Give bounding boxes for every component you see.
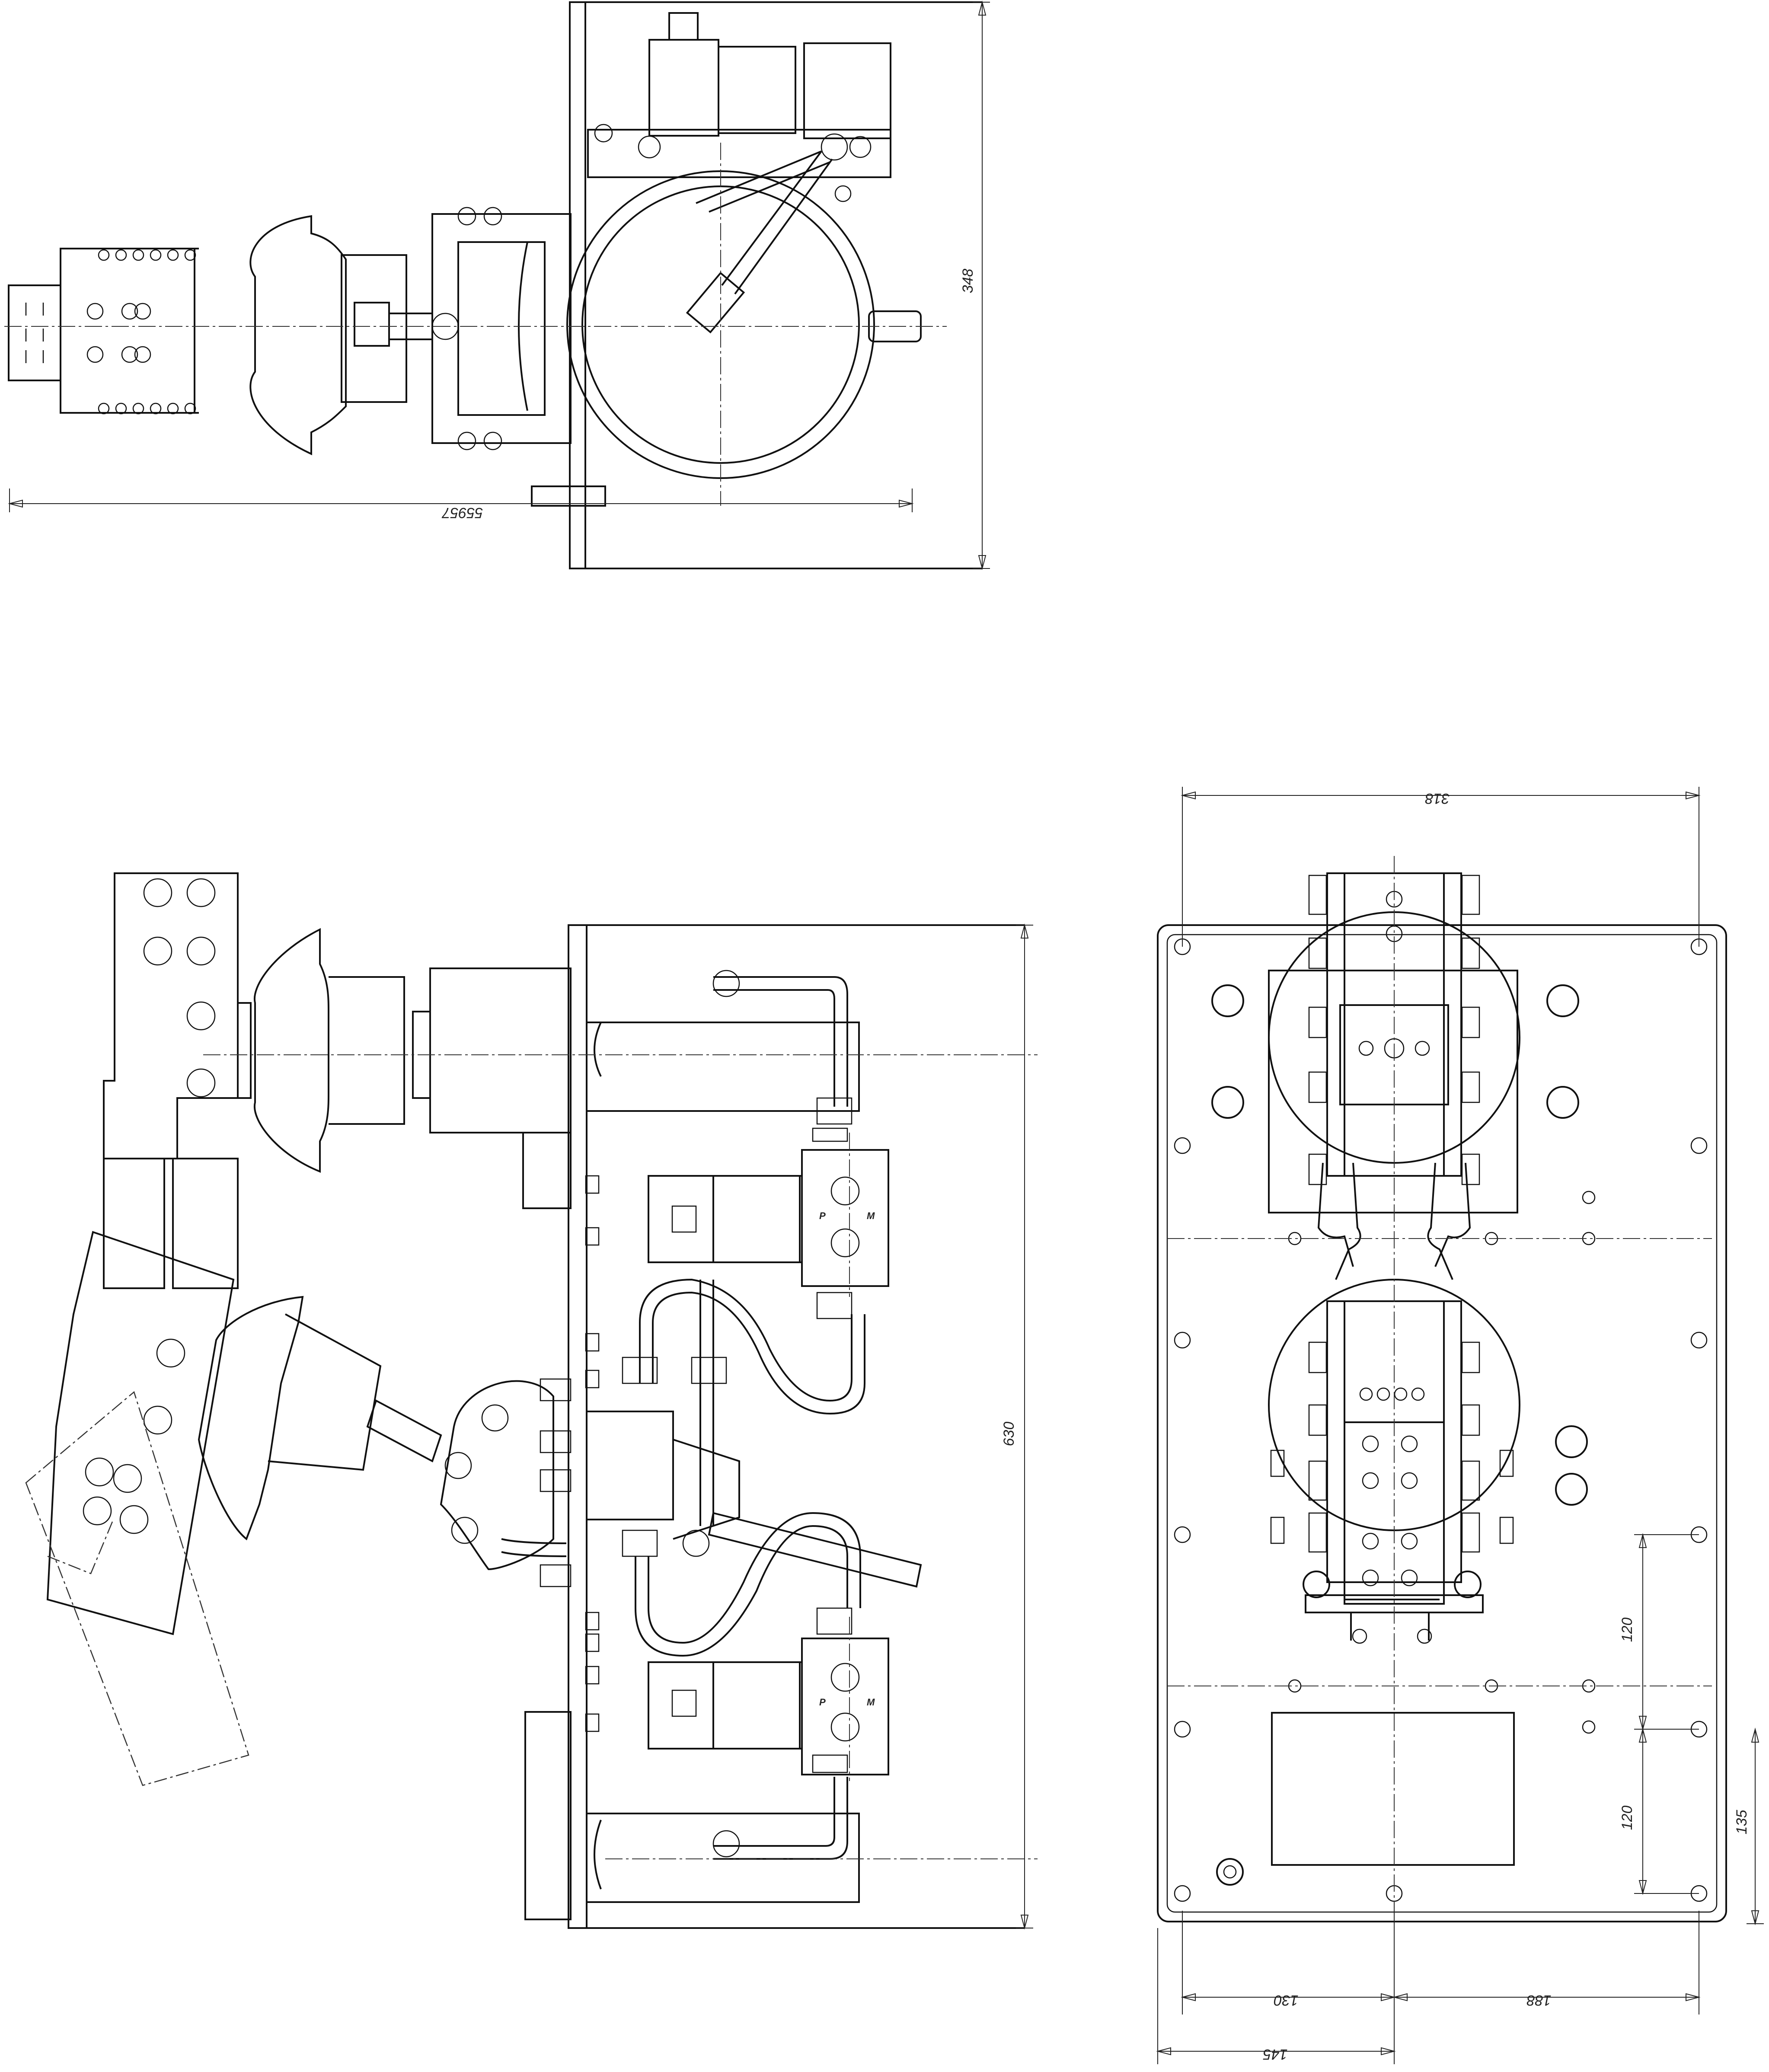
- front-view-lower-insulator: [198, 1296, 304, 1541]
- front-view-lever: [440, 1380, 554, 1571]
- front-view-upper-solenoid: [648, 1175, 803, 1263]
- front-view-lower-solenoid: [648, 1661, 803, 1750]
- dim-top-width: 55957: [442, 504, 483, 521]
- side-view-mounting-holes: [1174, 891, 1708, 1902]
- dim-line-front-height: [1016, 925, 1033, 1928]
- side-view-base-plate: [1157, 924, 1727, 1922]
- dim-side-offset-a: 120: [1619, 1618, 1635, 1642]
- side-view: 318 120 120 135 130 188 145: [1156, 787, 1764, 2064]
- front-view-lower-cylinder: [586, 1813, 860, 1903]
- front-view-upper-insulator: [253, 928, 329, 1173]
- lower-valve-label-m: M: [867, 1697, 875, 1708]
- dim-line-side-width: [1182, 787, 1699, 947]
- dim-line-top-width: [9, 488, 913, 512]
- upper-valve-label-m: M: [867, 1210, 875, 1221]
- dim-front-height: 630: [1001, 1422, 1017, 1446]
- dim-line-top-height: [973, 2, 990, 569]
- dim-side-offset-c: 135: [1734, 1810, 1750, 1835]
- dim-side-bottom-left: 130: [1274, 1992, 1299, 2008]
- upper-valve-label-p: P: [819, 1210, 826, 1221]
- front-view-upper-busbar: [103, 872, 239, 1159]
- dim-top-height: 348: [960, 269, 976, 294]
- dim-side-offset-b: 120: [1619, 1806, 1635, 1830]
- top-view-insulator: [249, 215, 347, 456]
- dim-side-bottom-total: 145: [1263, 2046, 1288, 2062]
- lower-valve-label-p: P: [819, 1697, 826, 1708]
- front-view: P M P M: [25, 872, 1038, 1930]
- front-view-upper-cylinder: [586, 1022, 860, 1112]
- front-view-lower-busbar: [46, 1231, 235, 1635]
- side-view-label-plate: [1271, 1712, 1515, 1866]
- dim-side-width: 318: [1425, 790, 1450, 807]
- top-view: 55957 348: [4, 0, 990, 570]
- front-view-pipes: [713, 976, 848, 1107]
- dim-side-bottom-right: 188: [1527, 1992, 1552, 2008]
- top-view-housing: [585, 1, 982, 569]
- top-view-solenoid: [648, 39, 719, 137]
- top-view-jaw-clamp: [8, 284, 61, 381]
